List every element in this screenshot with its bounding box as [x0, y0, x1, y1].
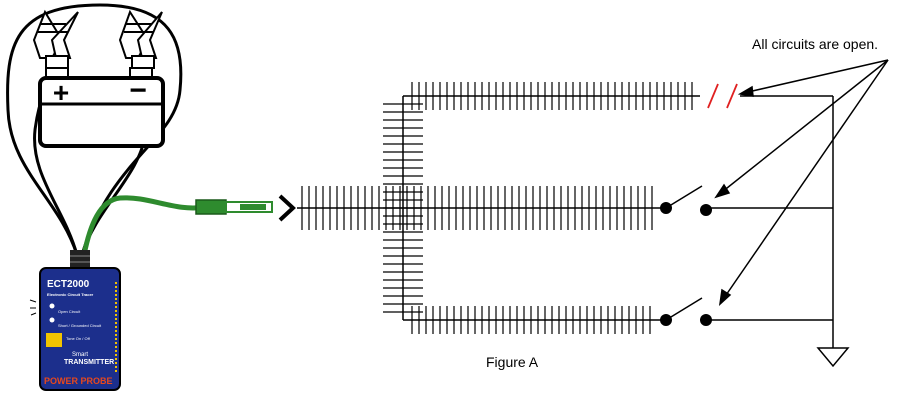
ground-icon [816, 347, 850, 368]
probe-lead [81, 195, 206, 256]
positive-clamp-icon [32, 9, 79, 69]
annotation-arrows [714, 59, 889, 306]
negative-clamp-icon [118, 9, 163, 69]
switch-middle [660, 185, 712, 216]
annotation-label: All circuits are open. [752, 36, 879, 52]
device-brand-small: Smart [72, 352, 88, 358]
device-brand-large: TRANSMITTER [64, 359, 114, 366]
probe-tip [195, 199, 273, 215]
device-logo: POWER PROBE [44, 376, 113, 386]
signal-indicator-icon [29, 299, 37, 316]
device-subtitle: Electronic Circuit Tracer [47, 292, 94, 297]
switch-bottom [660, 297, 712, 326]
device-legend-open: Open Circuit [58, 309, 81, 314]
transmitter-device: ECT2000 Electronic Circuit Tracer Open C… [39, 250, 121, 391]
battery-negative-label: − [129, 74, 147, 107]
power-switch-icon[interactable] [46, 333, 62, 347]
open-circuit-led-icon [49, 303, 55, 309]
device-model: ECT2000 [47, 279, 90, 290]
device-tone: Tone On / Off [66, 336, 91, 341]
figure-caption: Figure A [486, 354, 539, 370]
battery: + − [38, 67, 165, 148]
battery-positive-label: + [53, 77, 69, 108]
probe-arrowhead [278, 194, 296, 222]
open-circuit-break-icon [707, 83, 738, 109]
short-circuit-led-icon [49, 317, 55, 323]
device-legend-short: Short / Grounded Circuit [58, 323, 102, 328]
wire-lines [297, 95, 834, 348]
wire-harness-ticks [301, 82, 693, 334]
